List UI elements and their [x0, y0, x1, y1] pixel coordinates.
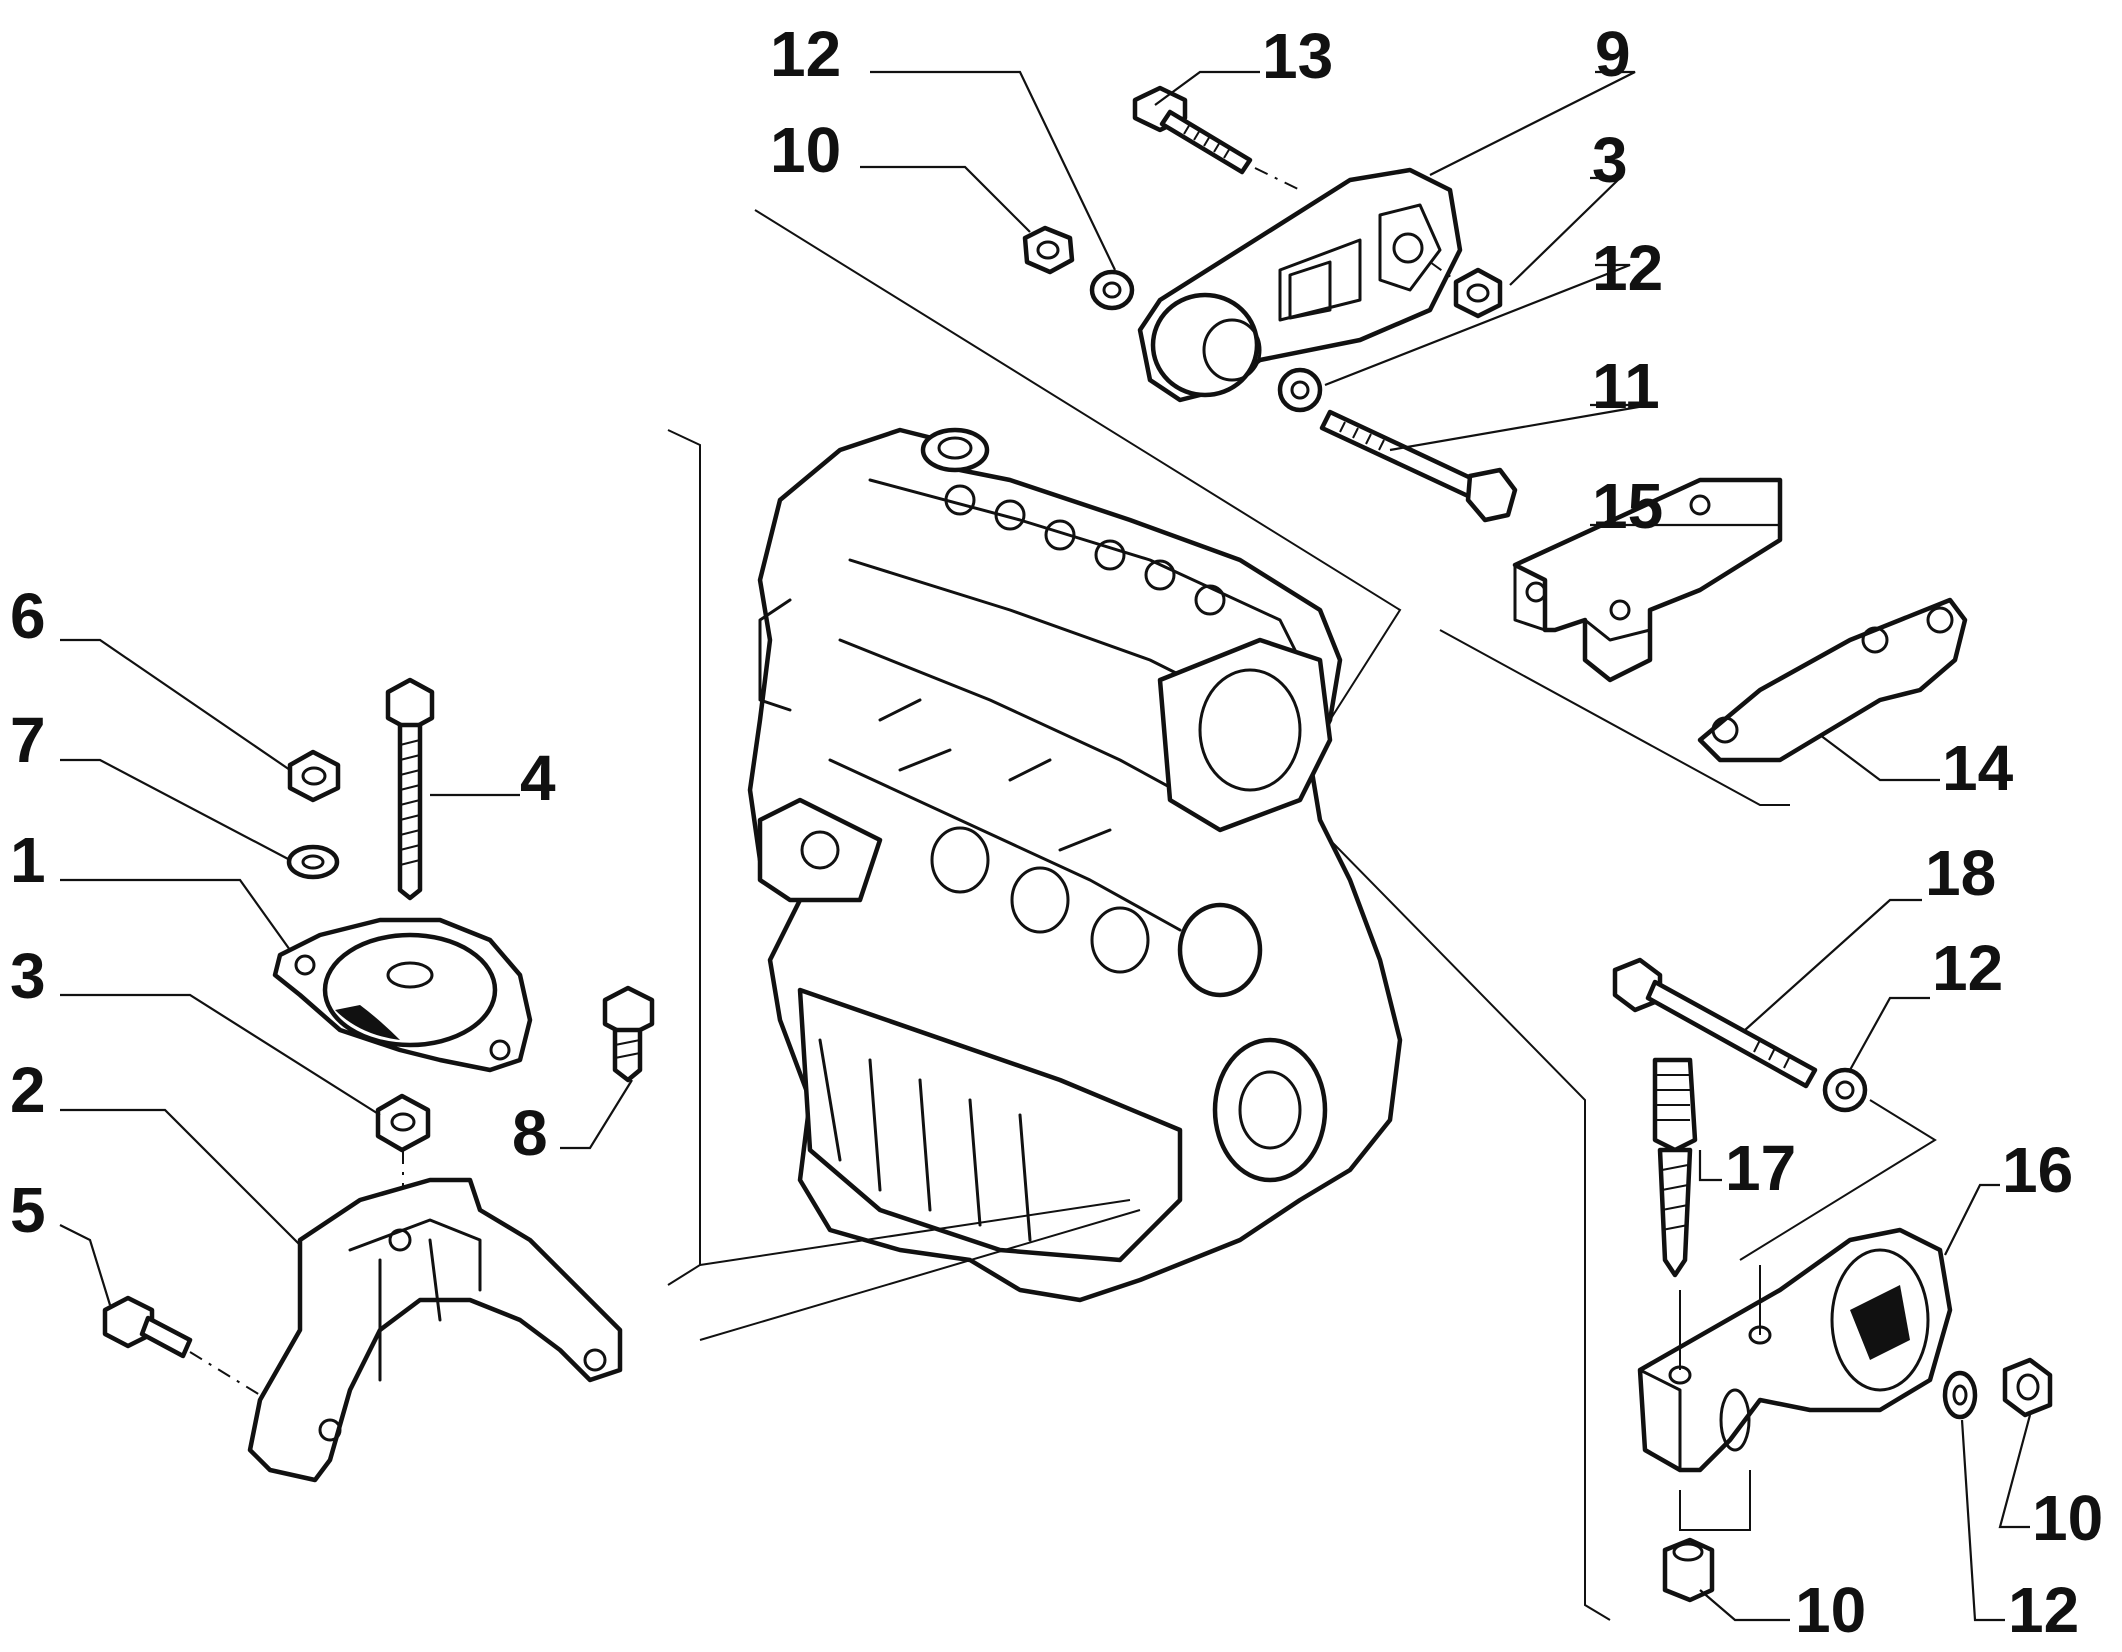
bolt-part-11: [1319, 409, 1518, 523]
callout-3-right: 3: [1592, 124, 1628, 196]
mount-part-16: [1637, 1227, 1953, 1531]
bolt-part-5: [102, 1295, 261, 1396]
callout-1: 1: [10, 824, 46, 896]
callout-16: 16: [2002, 1134, 2073, 1206]
nut-part-10-top: [1022, 225, 1075, 275]
washer-part-12-bottom: [1942, 1370, 1978, 1420]
engine-guide-lines: [667, 209, 1790, 1621]
washer-part-12-right: [1277, 367, 1323, 413]
leader-lines: [59, 70, 2032, 1622]
callout-17: 17: [1725, 1132, 1796, 1204]
callout-labels: 12 10 13 9 3 12 11 15 14 6 7 4 1 3 2 8 5…: [10, 18, 2103, 1646]
callout-13: 13: [1262, 20, 1333, 92]
washer-part-12-mid: [1739, 1067, 1937, 1261]
plate-part-14: [1697, 597, 1968, 763]
bolt-part-13: [1132, 85, 1301, 191]
mount-part-1: [272, 917, 533, 1073]
nut-part-10-right: [2002, 1357, 2053, 1418]
nut-part-10-bottom: [1662, 1537, 1715, 1603]
washer-part-12-top: [1089, 269, 1135, 311]
callout-14: 14: [1942, 732, 2014, 804]
bracket-part-15: [1512, 477, 1783, 683]
callout-4: 4: [520, 742, 556, 814]
callout-2: 2: [10, 1054, 46, 1126]
callout-6: 6: [10, 580, 46, 652]
engine-block: [747, 427, 1403, 1303]
bolt-part-8: [602, 985, 655, 1083]
callout-10-bottom: 10: [1795, 1574, 1866, 1646]
callout-3-left: 3: [10, 940, 46, 1012]
callout-5: 5: [10, 1174, 46, 1246]
bracket-part-2: [247, 1177, 623, 1483]
washer-part-7: [286, 844, 340, 880]
callout-8: 8: [512, 1097, 548, 1169]
callout-12-bottom: 12: [2008, 1574, 2079, 1646]
callout-9: 9: [1595, 18, 1631, 90]
callout-10-right: 10: [2032, 1482, 2103, 1554]
callout-18: 18: [1925, 837, 1996, 909]
callout-12-top: 12: [770, 18, 841, 90]
callout-15: 15: [1592, 470, 1663, 542]
stud-part-17: [1652, 1057, 1698, 1278]
torque-rod-part-9: [1137, 167, 1463, 403]
callout-12-mid: 12: [1932, 932, 2003, 1004]
nut-part-3-right: [1429, 261, 1503, 319]
callout-7: 7: [10, 704, 46, 776]
callout-10-top: 10: [770, 114, 841, 186]
bolt-part-18: [1612, 957, 1818, 1089]
bolt-part-4: [385, 677, 435, 901]
nut-part-6: [287, 749, 341, 803]
callout-11: 11: [1592, 350, 1660, 422]
callout-12-right: 12: [1592, 232, 1663, 304]
